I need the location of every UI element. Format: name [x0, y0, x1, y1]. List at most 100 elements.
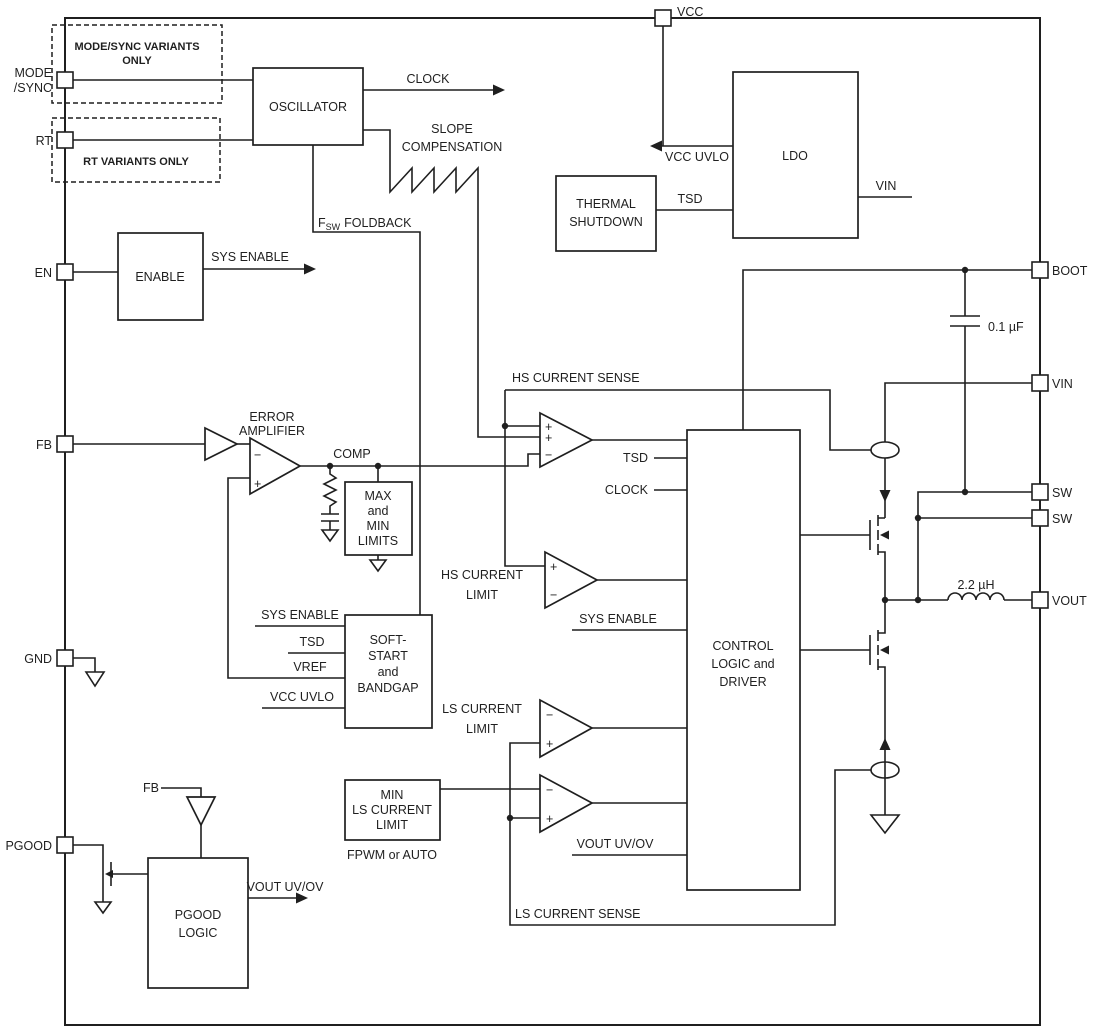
hs-current-arrow-icon [879, 490, 891, 502]
comp-rc-network [321, 466, 339, 530]
wire-pgood-fb [161, 787, 202, 858]
pin-gnd-label: GND [24, 652, 52, 666]
pwm-comp-plus2-sign: + [545, 431, 552, 445]
hs-limit-plus-sign: + [550, 560, 557, 574]
ls-current-limit-label: LS CURRENT [442, 702, 522, 716]
oscillator-box [252, 67, 364, 146]
rt-variants-box [51, 117, 221, 183]
min-ls-current-limit-box [344, 779, 441, 841]
soft-start-label3: and [378, 665, 399, 679]
control-logic-label3: DRIVER [719, 675, 766, 689]
ss-vcc-uvlo-label: VCC UVLO [270, 690, 334, 704]
pin-vcc-label: VCC [677, 5, 703, 19]
pgood-logic-box [147, 857, 249, 989]
junction-dot [961, 266, 969, 274]
pin-vcc [654, 9, 672, 27]
ground-icon-comp [320, 529, 340, 543]
max-min-limits-box [344, 481, 413, 556]
junction-dot [914, 596, 922, 604]
ctrl-vout-uvov-label: VOUT UV/OV [577, 837, 655, 851]
thermal-shutdown-label2: SHUTDOWN [569, 215, 643, 229]
ss-sys-enable-label: SYS ENABLE [261, 608, 339, 622]
junction-dot [506, 814, 514, 822]
pin-pgood-label: PGOOD [5, 839, 52, 853]
ls-current-arrow-icon [879, 738, 891, 750]
pgood-logic-label: PGOOD [175, 908, 222, 922]
wire-ls-current-sense [509, 742, 871, 926]
pwm-comp-plus-sign: + [545, 420, 552, 434]
soft-start-label2: START [368, 649, 408, 663]
vcc-uvlo-arrowhead-icon [650, 140, 662, 152]
pgood-fb-label: FB [143, 781, 159, 795]
slope-label2: COMPENSATION [402, 140, 502, 154]
pin-gnd [56, 649, 74, 667]
max-min-label4: LIMITS [358, 534, 398, 548]
soft-start-label: SOFT- [370, 633, 407, 647]
error-amplifier-label2: AMPLIFIER [239, 424, 305, 438]
pgood-logic-label2: LOGIC [179, 926, 218, 940]
ls-limit-comparator-triangle [539, 698, 594, 759]
ldo-label: LDO [782, 149, 808, 163]
hs-current-limit-label: HS CURRENT [441, 568, 523, 582]
ldo-vin-label: VIN [876, 179, 897, 193]
pin-fb-label: FB [36, 438, 52, 452]
wire-fsw-foldback [312, 145, 421, 615]
sys-enable-arrowhead-icon [304, 263, 316, 275]
pgood-vout-uvov-arrowhead-icon [296, 892, 308, 904]
max-min-label3: MIN [367, 519, 390, 533]
mode-sync-variants-label: MODE/SYNC VARIANTS [74, 41, 199, 53]
min-ls-comparator-triangle [539, 773, 594, 834]
hs-mosfet-icon [869, 515, 886, 600]
sys-enable-label: SYS ENABLE [211, 250, 289, 264]
wire-vin-drain [884, 382, 1032, 518]
ground-icon-maxmin [368, 559, 388, 573]
junction-dot [374, 462, 382, 470]
junction-dot [881, 596, 889, 604]
fb-buffer-triangle [204, 426, 239, 462]
inductor-icon [947, 592, 1032, 601]
boot-cap-label: 0.1 µF [988, 320, 1024, 334]
min-ls-label: MIN [381, 788, 404, 802]
junction-dot [914, 514, 922, 522]
wire-hs-sense-branches [504, 390, 545, 567]
hs-limit-minus-sign: − [550, 588, 557, 602]
ls-current-sense-label: LS CURRENT SENSE [515, 907, 641, 921]
ground-icon-gnd-pin [84, 671, 106, 688]
wire-vref [227, 477, 345, 679]
control-logic-box [686, 429, 801, 891]
mode-sync-variants-label2: ONLY [122, 55, 152, 67]
junction-dot [326, 462, 334, 470]
pin-rt [56, 131, 74, 149]
ls-limit-minus-sign: − [546, 708, 553, 722]
control-logic-label: CONTROL [712, 639, 773, 653]
pin-mode-sync-label: MODE [15, 66, 53, 80]
control-logic-label2: LOGIC and [711, 657, 774, 671]
pin-sw-lower [1031, 509, 1049, 527]
min-ls-label3: LIMIT [376, 818, 408, 832]
ctrl-sys-enable-label: SYS ENABLE [579, 612, 657, 626]
min-ls-label2: LS CURRENT [352, 803, 432, 817]
max-min-label: MAX [364, 489, 392, 503]
fpwm-or-auto-label: FPWM or AUTO [347, 848, 437, 862]
ss-tsd-label: TSD [300, 635, 325, 649]
vref-label: VREF [293, 660, 327, 674]
soft-start-box [344, 614, 433, 729]
enable-box [117, 232, 204, 321]
pgood-mosfet-body-arrow-icon [105, 870, 113, 878]
pwm-comparator-triangle [539, 411, 594, 469]
pin-boot [1031, 261, 1049, 279]
wire-slope-compensation [363, 129, 540, 438]
wire-comp [300, 453, 540, 467]
soft-start-label4: BANDGAP [357, 681, 418, 695]
ground-icon-pgood [93, 901, 113, 915]
pgood-fb-comparator-triangle [185, 796, 217, 827]
ls-mosfet-body-arrow-icon [880, 645, 889, 655]
clock-label: CLOCK [406, 72, 450, 86]
pin-en-label: EN [35, 266, 52, 280]
hs-current-sense-label: HS CURRENT SENSE [512, 371, 640, 385]
clock-arrowhead-icon [493, 84, 505, 96]
pwm-comp-minus-sign: − [545, 448, 552, 462]
